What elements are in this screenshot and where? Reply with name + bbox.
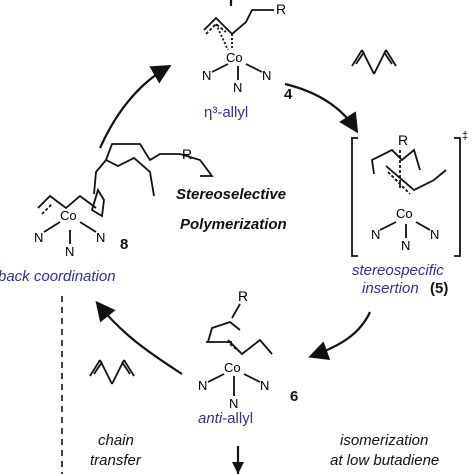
label-back-coordination: back coordination — [0, 268, 116, 285]
complex-8-structure — [37, 143, 214, 244]
cycle-arrow-top-to-right — [284, 82, 359, 134]
ligand-n: N — [233, 80, 243, 95]
note-transfer: transfer — [90, 452, 141, 469]
label-anti-prefix: anti — [198, 410, 223, 427]
metal-left: Co — [60, 208, 77, 223]
note-chain: chain — [98, 432, 134, 449]
ligand-n: N — [371, 227, 381, 242]
label-anti-allyl: anti-allyl — [198, 410, 253, 427]
ligand-n: N — [430, 227, 440, 242]
cycle-arrow-left-to-top — [98, 65, 172, 149]
cycle-arrow-bottom-to-left — [95, 300, 183, 375]
center-title-line1: Stereoselective — [176, 186, 287, 203]
ligand-n: N — [401, 238, 411, 253]
metal-bottom: Co — [224, 360, 241, 375]
complex-5-structure — [351, 137, 461, 257]
label-eta3-allyl: η³-allyl — [204, 104, 249, 121]
note-isomerization: isomerization — [340, 432, 429, 449]
ligand-n: N — [229, 396, 239, 411]
ligand-n: N — [65, 244, 75, 259]
butadiene-bottom-left — [89, 359, 135, 385]
compound-number-8: 8 — [120, 236, 129, 253]
substituent-top: R — [276, 1, 287, 17]
compound-number-6: 6 — [290, 388, 299, 405]
complex-4-structure — [203, 9, 274, 80]
ligand-n: N — [262, 68, 272, 83]
cycle-arrow-right-to-bottom — [308, 311, 372, 360]
note-low-butadiene: at low butadiene — [330, 452, 440, 469]
label-insertion: insertion — [362, 280, 419, 297]
metal-right: Co — [396, 206, 413, 221]
transition-state-mark: ‡ — [462, 130, 469, 142]
compound-number-4: 4 — [284, 86, 293, 103]
center-title-line2: Polymerization — [180, 216, 287, 233]
substituent-left: R — [182, 146, 193, 162]
label-allyl-suffix: -allyl — [222, 410, 254, 427]
substituent-bottom: R — [238, 288, 249, 304]
ligand-n: N — [96, 230, 106, 245]
ligand-n: N — [198, 378, 208, 393]
complex-6-structure — [206, 303, 273, 396]
metal-top: Co — [226, 50, 243, 65]
substituent-right: R — [398, 132, 409, 148]
label-stereospecific: stereospecific — [352, 262, 444, 279]
compound-number-5: (5) — [430, 280, 449, 297]
ligand-n: N — [34, 230, 44, 245]
ligand-n: N — [202, 68, 212, 83]
ligand-n: N — [260, 378, 270, 393]
butadiene-top-right — [351, 49, 397, 75]
